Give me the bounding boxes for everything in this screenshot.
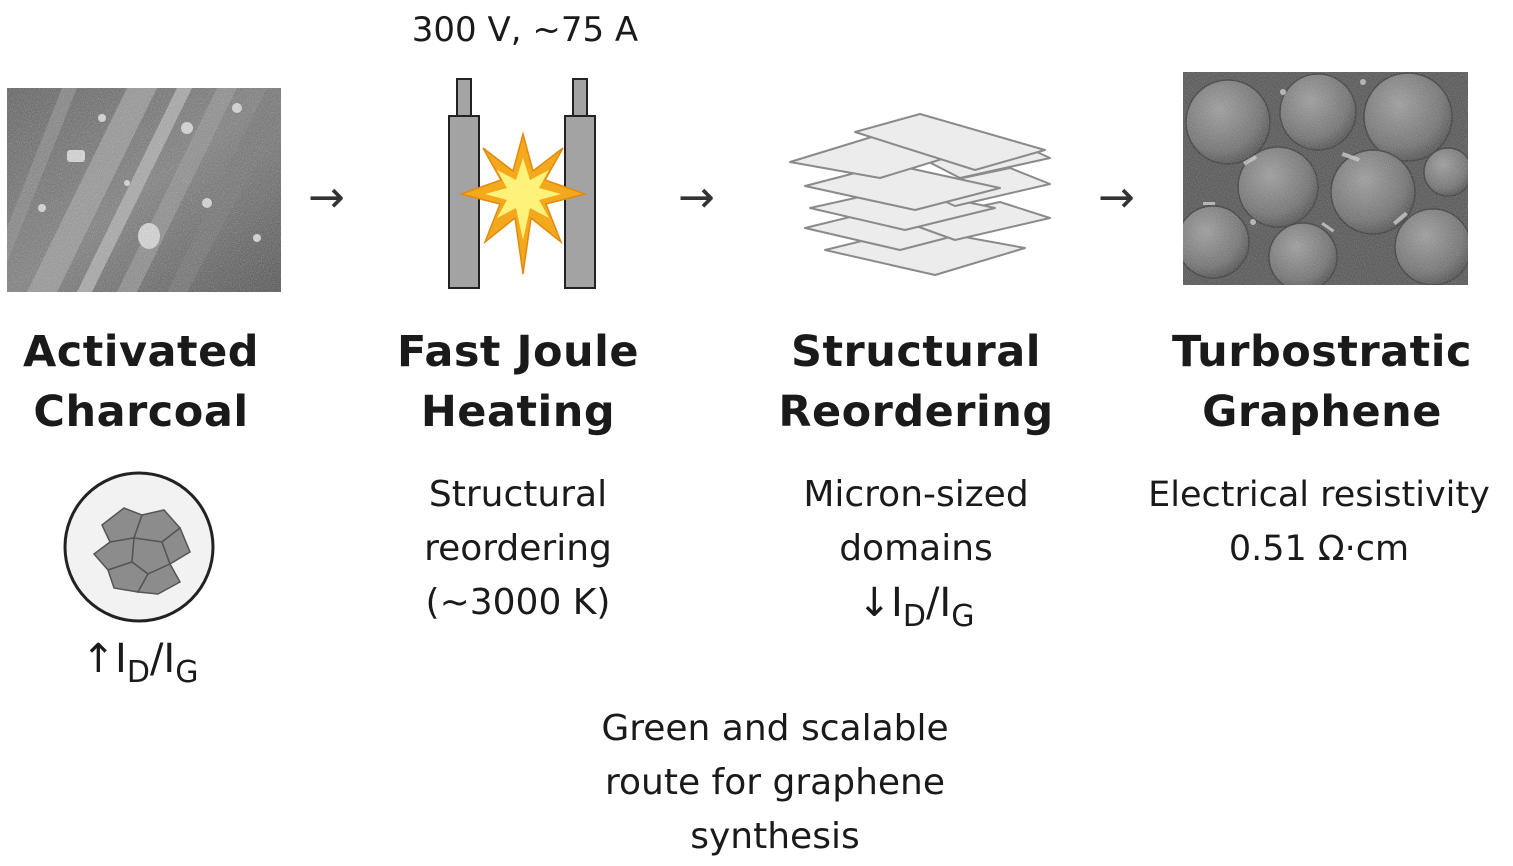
power-label: 300 V, ~75 A bbox=[411, 10, 639, 50]
flow-arrow-1: → bbox=[308, 172, 345, 223]
particle-icon bbox=[62, 470, 216, 624]
stacked-sheets-illustration bbox=[785, 110, 1060, 285]
graphene-sem-image bbox=[1183, 72, 1468, 285]
charcoal-sem-image bbox=[7, 88, 281, 292]
stage-desc-turbostratic-graphene: Electrical resistivity 0.51 Ω·cm bbox=[1148, 475, 1490, 569]
flow-arrow-2: → bbox=[678, 172, 715, 223]
stage-desc-joule-heating: Structural reordering (~3000 K) bbox=[424, 474, 612, 623]
stage-title-activated-charcoal: Activated Charcoal bbox=[22, 327, 260, 437]
stage-title-fast-joule-heating: Fast Joule Heating bbox=[396, 327, 640, 437]
stage-desc-structural-reordering: Micron-sized domains bbox=[803, 474, 1029, 569]
ratio-id-ig-decrease: ↓ID/IG bbox=[857, 580, 975, 634]
footer-note: Green and scalable route for graphene sy… bbox=[601, 708, 949, 857]
stage-title-structural-reordering: Structural Reordering bbox=[778, 327, 1054, 437]
stage-title-turbostratic-graphene: Turbostratic Graphene bbox=[1172, 327, 1472, 437]
joule-heating-illustration bbox=[445, 76, 600, 292]
spark-icon bbox=[458, 131, 588, 275]
flow-arrow-3: → bbox=[1098, 172, 1135, 223]
ratio-id-ig-increase: ↑ID/IG bbox=[81, 636, 199, 690]
